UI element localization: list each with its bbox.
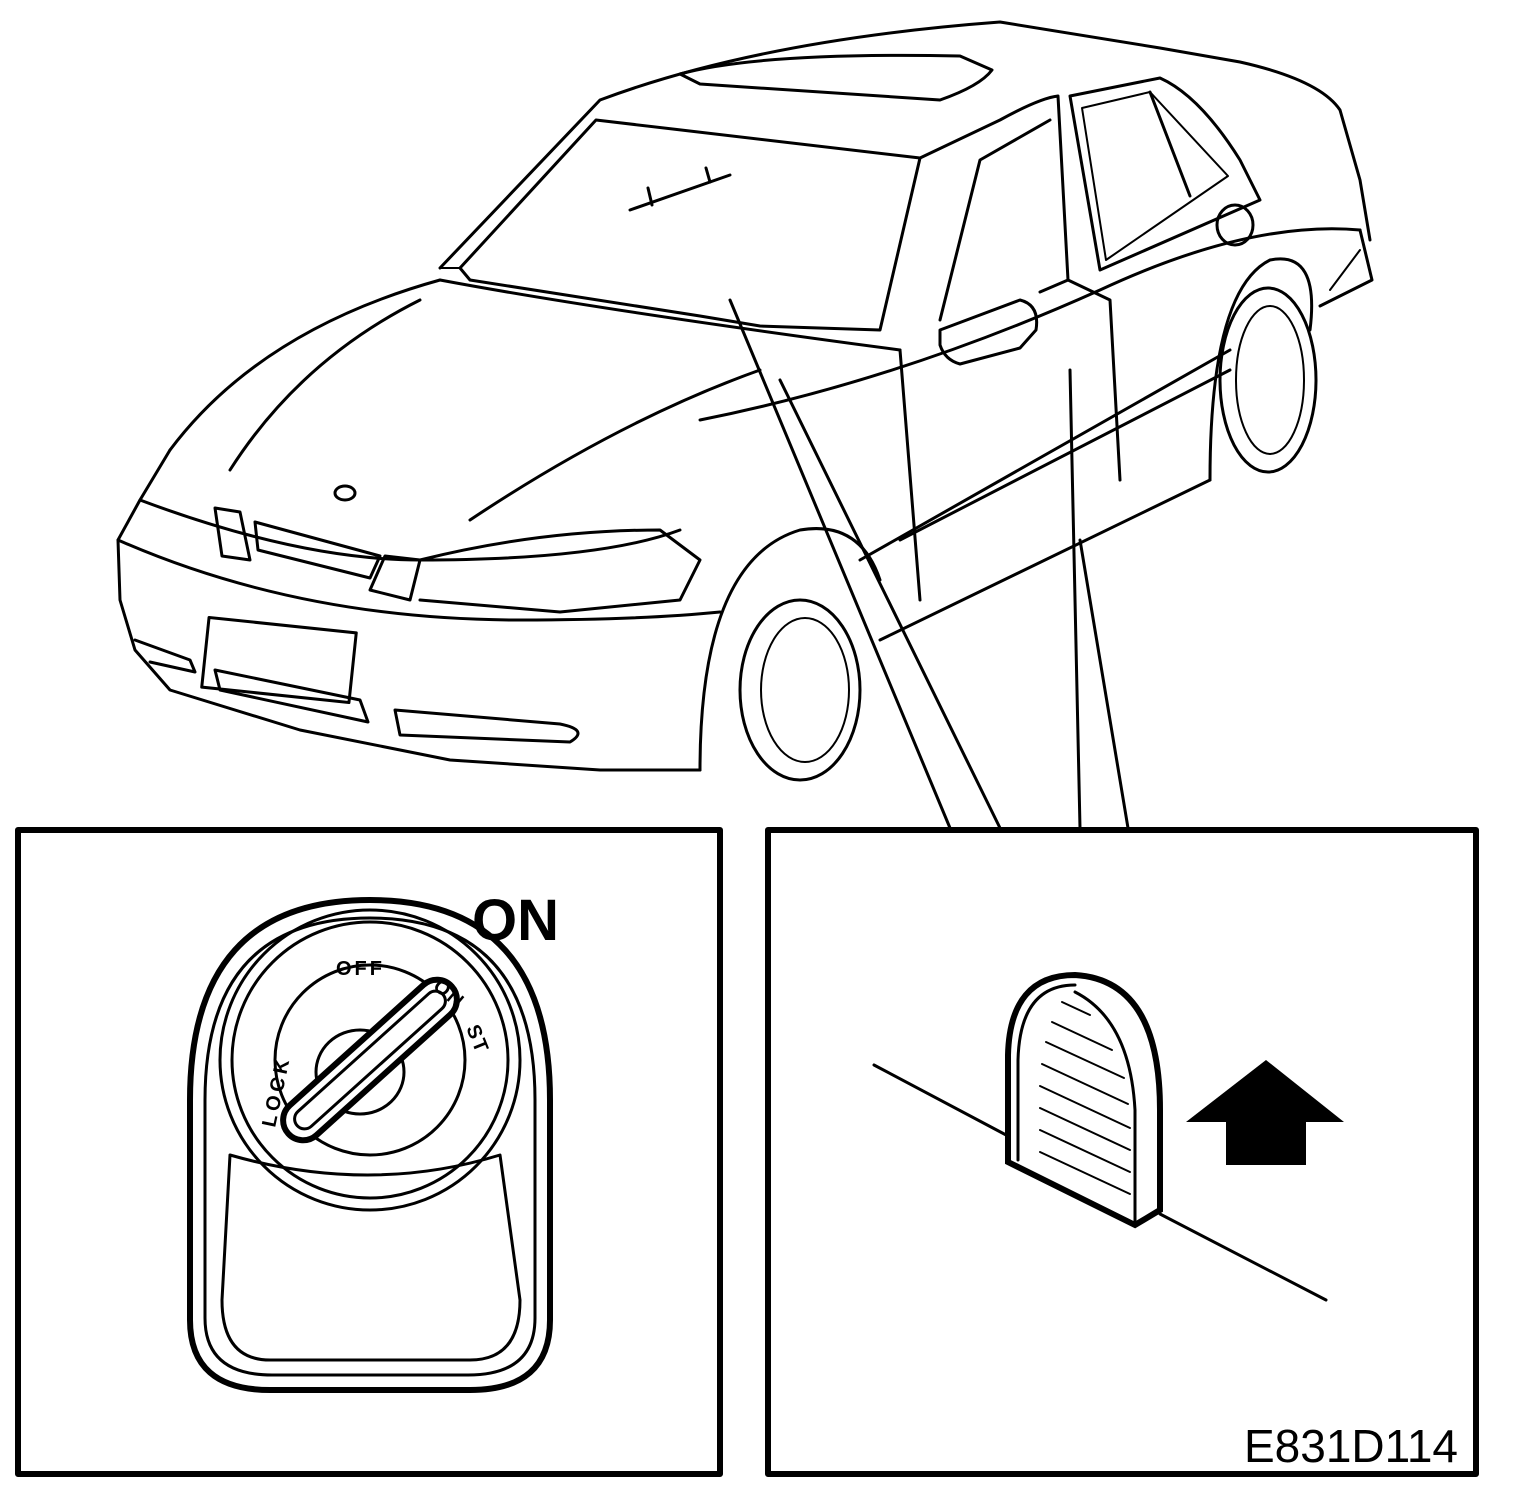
figure-code: E831D114	[1244, 1420, 1458, 1472]
ignition-label-off: OFF	[336, 958, 385, 980]
license-plate	[200, 615, 358, 705]
ignition-key	[280, 976, 460, 1144]
door-lock-panel: E831D114	[765, 827, 1479, 1477]
windshield	[458, 118, 922, 332]
car-illustration	[116, 20, 1374, 830]
door-lock-knob-hatching	[1039, 1001, 1131, 1195]
arrow-up-icon	[1186, 1060, 1344, 1165]
door-lock-panel-frame	[765, 827, 1479, 1477]
front-wheel	[738, 598, 862, 782]
ignition-panel-title: ON	[472, 888, 559, 953]
ignition-panel: ON LOCK OFF ON ST	[15, 827, 723, 1477]
ignition-panel-frame	[15, 827, 723, 1477]
door-lock-knob	[1005, 971, 1163, 1229]
ignition-escutcheon	[187, 897, 553, 1393]
leader-line-left-b	[778, 378, 1002, 830]
rear-door-window	[1068, 76, 1262, 272]
ignition-ring-inner	[273, 963, 467, 1157]
side-mirror	[938, 298, 1039, 366]
sunroof	[678, 53, 994, 102]
ignition-ring-outer	[218, 908, 522, 1212]
rear-wheel	[1218, 286, 1318, 474]
leader-line-right-a	[1068, 368, 1082, 830]
leader-line-right-b	[1078, 538, 1130, 830]
leader-line-left-a	[728, 298, 952, 830]
